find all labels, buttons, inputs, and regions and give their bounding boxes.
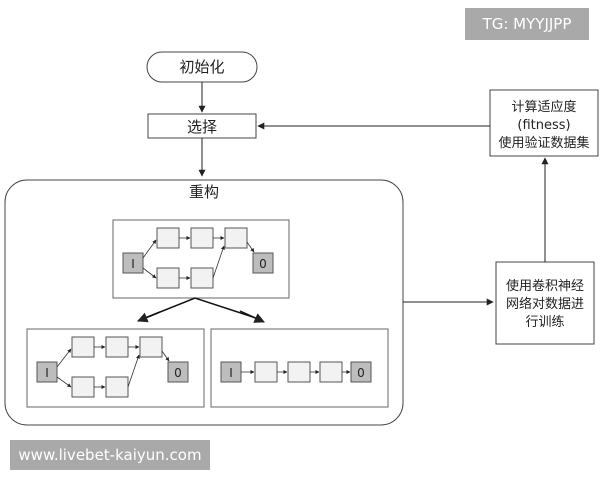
fork-arrow-right: [239, 310, 265, 323]
input-node: [122, 252, 144, 274]
output-node-label: 0: [259, 257, 267, 271]
layer-node: [190, 227, 214, 249]
layer-node: [190, 267, 214, 289]
fitness-label-line-3: 使用验证数据集: [498, 135, 589, 151]
fork-arrow-left: [137, 311, 161, 323]
parent-network: I 0: [122, 227, 274, 289]
output-node-label: 0: [174, 366, 182, 380]
child-network-left: I 0: [36, 336, 189, 398]
rebuild-label: 重构: [189, 183, 219, 201]
output-node-label: 0: [357, 366, 365, 380]
train-node: [495, 261, 595, 345]
fitness-node: [489, 89, 599, 157]
input-node: [36, 361, 58, 383]
output-node: [167, 361, 189, 383]
layer-node: [224, 227, 248, 249]
layer-node: [319, 361, 343, 383]
layer-node: [105, 376, 129, 398]
watermark-url: www.livebet-kaiyun.com: [10, 440, 210, 470]
fitness-label-line-1: 计算适应度: [511, 99, 576, 115]
train-label-line-2: 网络对数据进: [506, 296, 584, 312]
output-node: [252, 252, 274, 274]
select-label: 选择: [187, 118, 217, 136]
input-node-label: I: [131, 257, 135, 271]
layer-node: [254, 361, 278, 383]
layer-node: [71, 336, 95, 358]
layer-node: [139, 336, 163, 358]
layer-node: [71, 376, 95, 398]
input-node-label: I: [45, 366, 49, 380]
init-label: 初始化: [179, 58, 224, 76]
watermark-tg: TG: MYYJJPP: [465, 8, 589, 40]
select-node: [147, 113, 257, 139]
train-label-line-1: 使用卷积神经: [506, 278, 584, 294]
layer-node: [156, 227, 180, 249]
input-node-label: I: [229, 366, 233, 380]
fitness-label-line-2: (fitness): [517, 118, 570, 133]
layer-node: [105, 336, 129, 358]
layer-node: [287, 361, 311, 383]
layer-node: [156, 267, 180, 289]
output-node: [350, 361, 372, 383]
train-label-line-3: 行训练: [525, 315, 564, 330]
child-network-right: I 0: [220, 361, 372, 383]
